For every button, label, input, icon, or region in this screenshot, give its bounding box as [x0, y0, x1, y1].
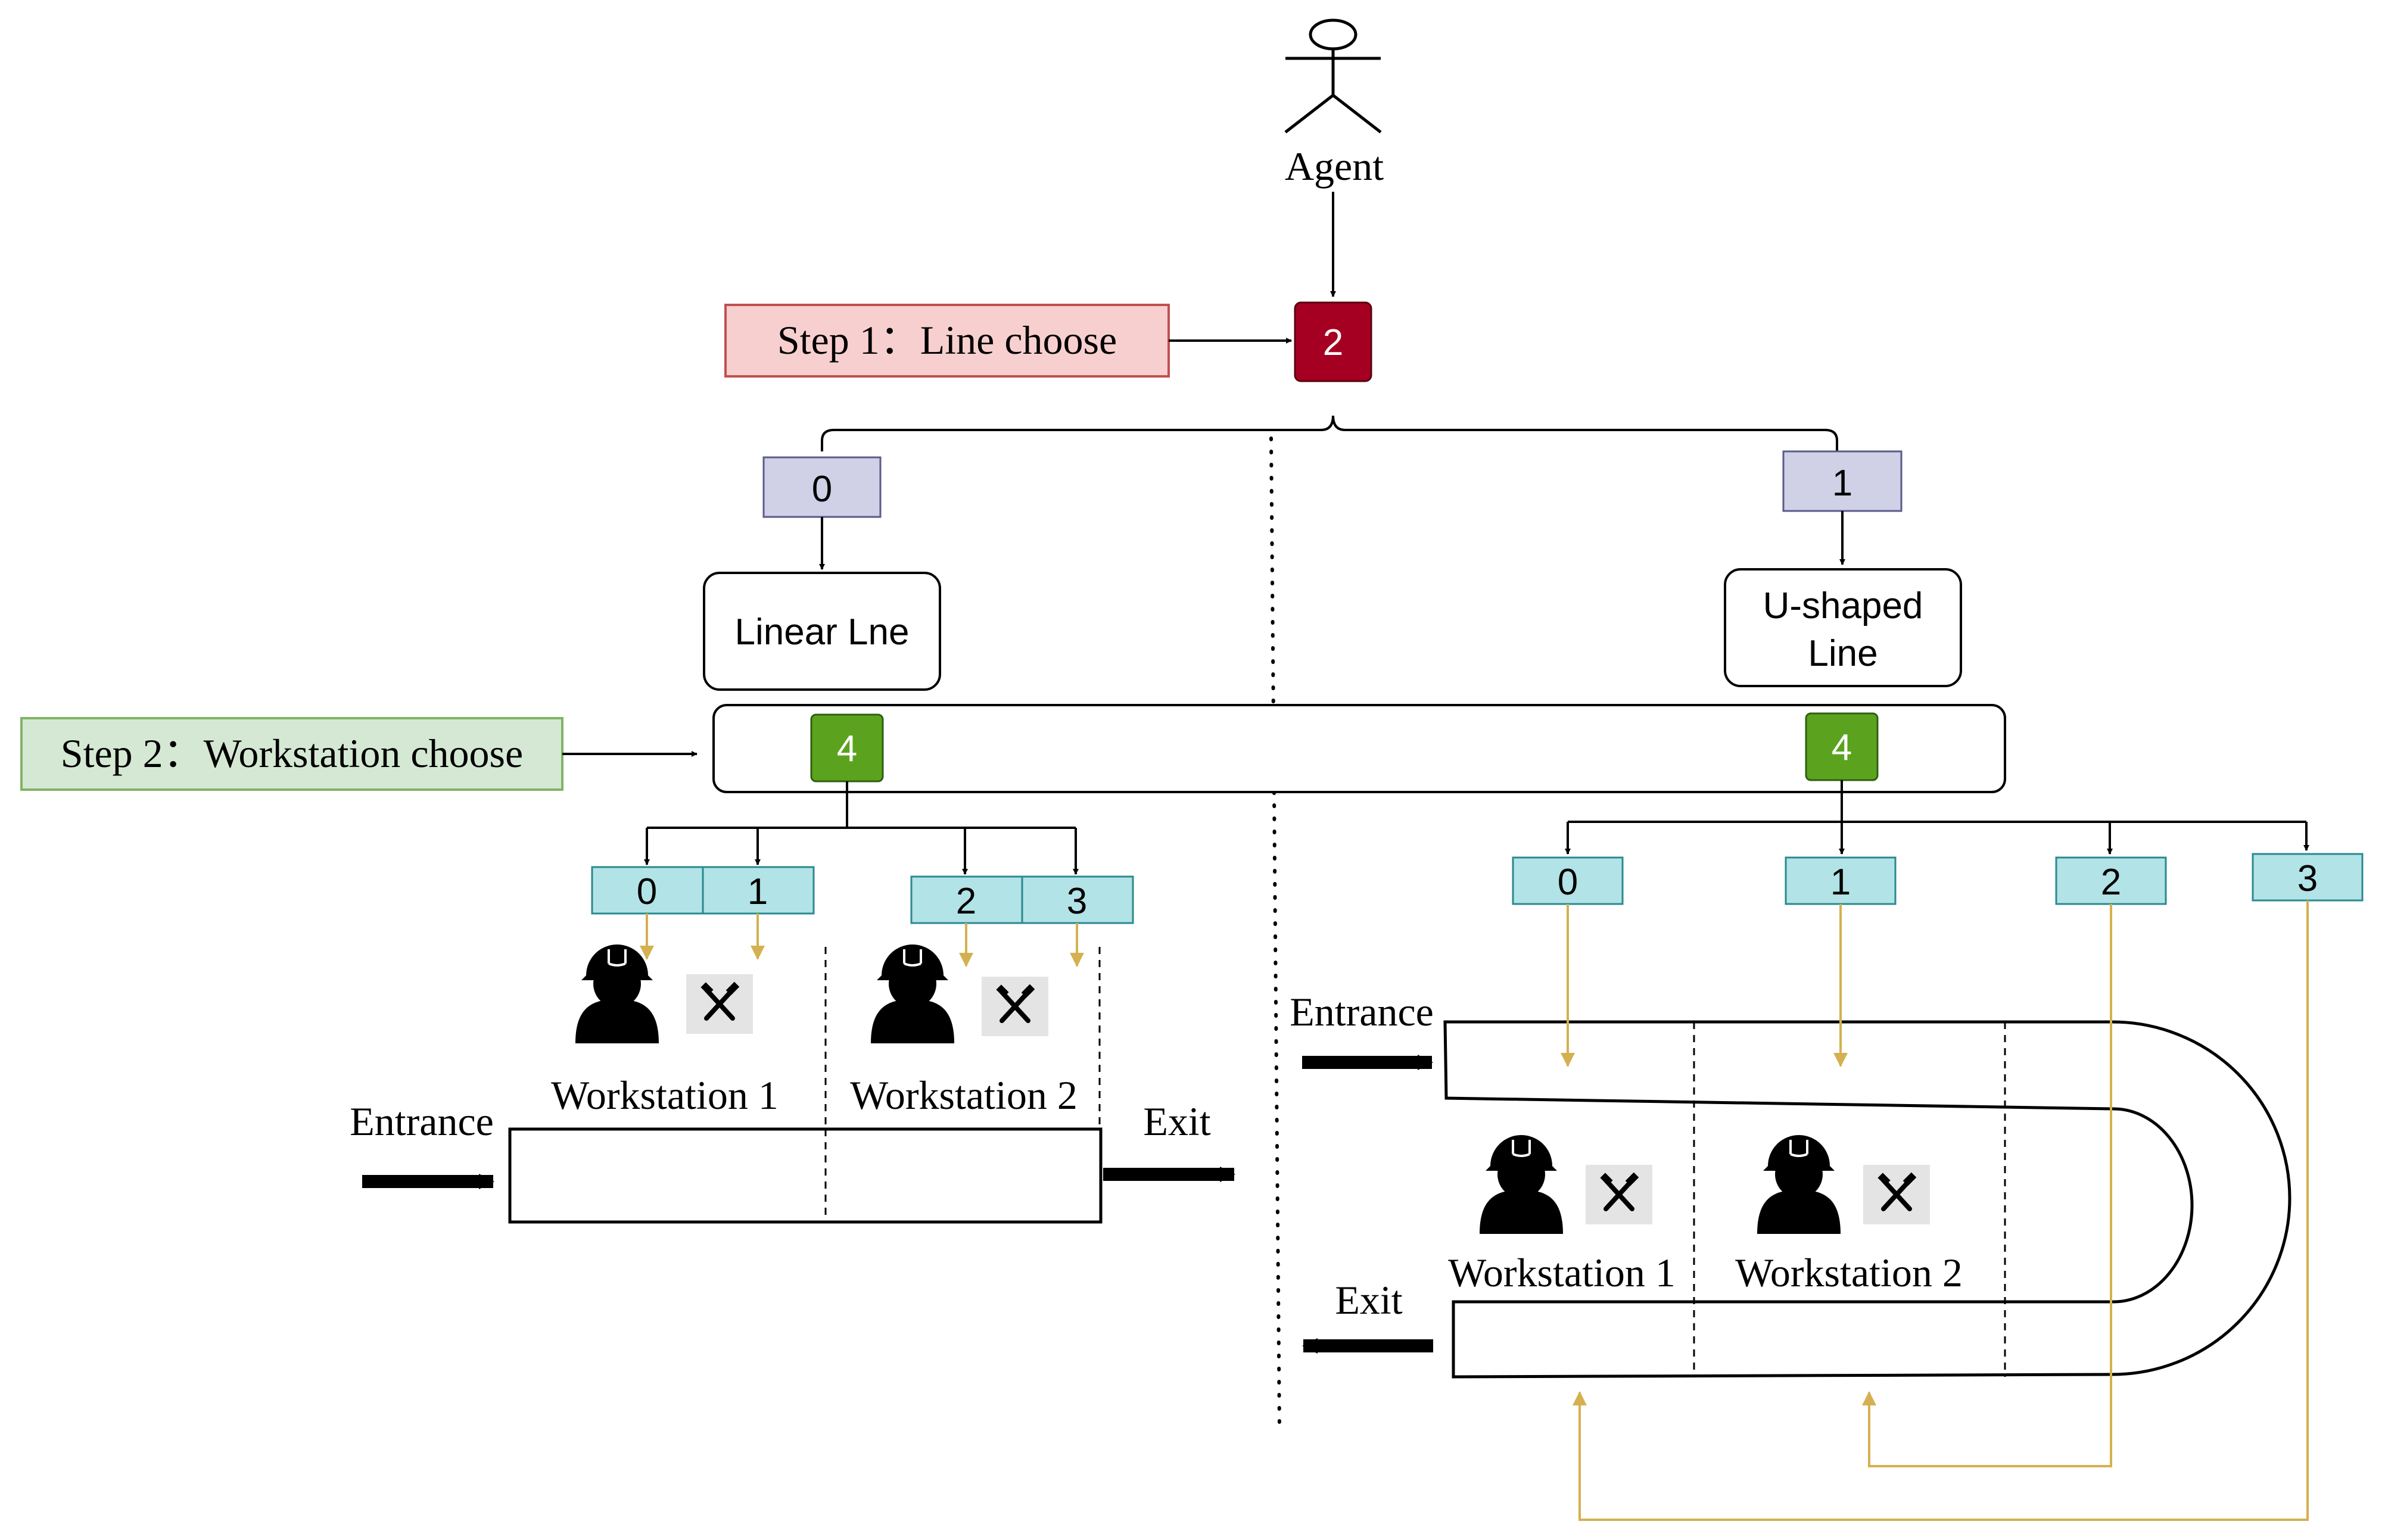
- linear-line-box: [703, 572, 941, 691]
- line-index-0: 0: [812, 469, 832, 510]
- line-index-0-box: [762, 456, 882, 518]
- linear-action-0-box: [591, 866, 704, 915]
- u-line-label-1: U-shaped: [1763, 585, 1923, 626]
- linear-branch-lines: [644, 781, 1079, 875]
- tools-icon: [1586, 1165, 1652, 1224]
- u-action-3: 3: [2297, 858, 2318, 899]
- u-gold-arrows: [1561, 900, 2309, 1521]
- step1-box: [724, 304, 1170, 378]
- step2-label: Step 2：Workstation choose: [61, 731, 523, 776]
- u-action-1: 1: [1830, 862, 1851, 903]
- u-action-2-box: [2055, 856, 2167, 905]
- linear-action-1: 1: [748, 871, 768, 912]
- agent-stick-figure-icon: [1284, 18, 1382, 133]
- linear-action-0: 0: [637, 871, 657, 912]
- step2-box: [20, 717, 563, 791]
- workstation-choice-container: [712, 704, 2006, 793]
- u-entrance-label: Entrance: [1290, 989, 1434, 1034]
- linear-action-2: 2: [956, 881, 976, 922]
- linear-line-label: Linear Lne: [734, 612, 909, 653]
- u-conveyor: [1443, 1020, 2291, 1379]
- tools-icon: [1863, 1165, 1930, 1224]
- linear-conveyor: [508, 1127, 1103, 1224]
- linear-exit-label: Exit: [1143, 1099, 1210, 1144]
- tools-icon: [686, 974, 753, 1034]
- linear-action-boxes: [591, 866, 1134, 924]
- worker-helmet-icon: [870, 943, 955, 1045]
- worker-helmet-icon: [1756, 1134, 1842, 1235]
- agent-label: Agent: [1285, 144, 1384, 189]
- u-conveyor-dividers: [1693, 1022, 2006, 1377]
- linear-gold-arrows: [640, 914, 1084, 967]
- worker-helmet-icon: [574, 943, 660, 1045]
- u-action-0: 0: [1558, 862, 1578, 903]
- u-action-3-box: [2252, 853, 2364, 902]
- u-workstation-1-label: Workstation 1: [1448, 1250, 1676, 1295]
- linear-action-3: 3: [1067, 881, 1087, 922]
- linear-entrance-label: Entrance: [350, 1099, 494, 1144]
- line-choice-value: 2: [1323, 322, 1343, 363]
- tools-icon: [982, 977, 1048, 1036]
- divider-dotted: [1269, 437, 1281, 1431]
- linear-workstation-2-label: Workstation 2: [850, 1073, 1078, 1118]
- u-workstation-value: 4: [1832, 727, 1852, 768]
- u-line-box: [1724, 568, 1962, 687]
- line-index-1-box: [1782, 450, 1903, 512]
- u-action-0-box: [1512, 856, 1624, 905]
- linear-action-3-box: [1021, 875, 1134, 924]
- linear-workstation-1-label: Workstation 1: [551, 1073, 779, 1118]
- u-branch-lines: [1565, 780, 2309, 855]
- u-action-2: 2: [2101, 862, 2121, 903]
- linear-workstation-value: 4: [837, 728, 857, 769]
- step1-label: Step 1：Line choose: [777, 317, 1117, 363]
- worker-helmet-icon: [1478, 1134, 1564, 1235]
- u-workstation-2-label: Workstation 2: [1735, 1250, 1963, 1295]
- line-choice-node: [1294, 301, 1372, 382]
- line-index-1: 1: [1832, 463, 1852, 504]
- linear-action-1-box: [702, 866, 815, 915]
- u-exit-label: Exit: [1335, 1277, 1402, 1323]
- u-line-label-2: Line: [1808, 633, 1878, 674]
- linear-action-2-box: [910, 875, 1023, 924]
- u-action-1-box: [1785, 856, 1897, 905]
- line-choice-brace: [821, 415, 1838, 451]
